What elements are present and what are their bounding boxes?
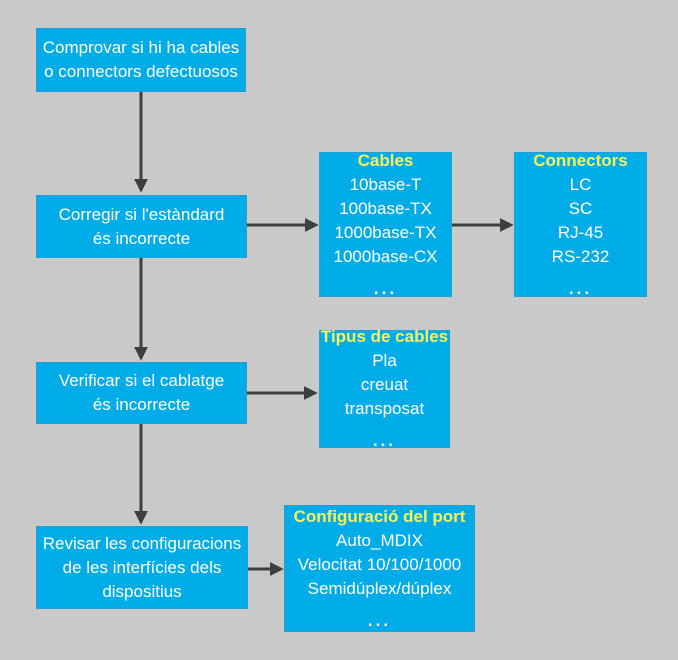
detail-box-item: Velocitat 10/100/1000 (297, 554, 462, 574)
detail-box-title: Connectors (533, 150, 628, 170)
detail-box-item: LC (569, 174, 592, 194)
step-box-verify-cabling: Verificar si el cablatge és incorrecte (36, 362, 247, 424)
ellipsis-text: ... (373, 278, 398, 298)
detail-box-cables: Cables 10base-T 100base-TX 1000base-TX 1… (319, 150, 452, 298)
ellipsis-text: ... (372, 431, 397, 450)
detail-box-item: 100base-TX (339, 198, 432, 218)
detail-box-item: 1000base-CX (333, 246, 438, 266)
detail-box-title: Cables (357, 150, 414, 170)
detail-box-item: Semidúplex/dúplex (307, 578, 452, 598)
step-text-line: Corregir si l'estàndard (58, 204, 225, 224)
step-text-line: o connectors defectuosos (44, 62, 238, 81)
step-text-line: és incorrecte (92, 395, 191, 414)
detail-box-item: creuat (360, 375, 409, 394)
step-text-line: Verificar si el cablatge (58, 371, 225, 390)
detail-box-title: Tipus de cables (320, 327, 449, 346)
detail-box-item: transposat (344, 399, 425, 418)
step-text-line: de les interfícies dels (62, 557, 222, 577)
detail-box-title: Configuració del port (293, 506, 466, 526)
step-text-line: dispositius (102, 581, 182, 601)
detail-box-cable-types: Tipus de cables Pla creuat transposat ..… (319, 327, 450, 450)
step-text-line: Revisar les configuracions (42, 533, 242, 553)
ellipsis-text: ... (367, 610, 392, 630)
detail-box-item: Pla (372, 351, 397, 370)
ellipsis-text: ... (568, 278, 593, 298)
detail-box-item: RJ-45 (557, 222, 604, 242)
step-text-line: Comprovar si hi ha cables (42, 38, 240, 57)
detail-box-item: Auto_MDIX (336, 530, 423, 550)
detail-box-item: SC (568, 198, 593, 218)
step-box-review-interfaces: Revisar les configuracions de les interf… (36, 526, 248, 609)
detail-box-item: RS-232 (551, 246, 610, 266)
detail-box-connectors: Connectors LC SC RJ-45 RS-232 ... (514, 150, 647, 298)
detail-box-item: 1000base-TX (334, 222, 437, 242)
step-box-fix-standard: Corregir si l'estàndard és incorrecte (36, 195, 247, 258)
detail-box-item: 10base-T (349, 174, 422, 194)
step-text-line: és incorrecte (92, 228, 191, 248)
detail-box-port-config: Configuració del port Auto_MDIX Velocita… (284, 505, 475, 632)
step-box-check-defective: Comprovar si hi ha cables o connectors d… (36, 28, 246, 92)
